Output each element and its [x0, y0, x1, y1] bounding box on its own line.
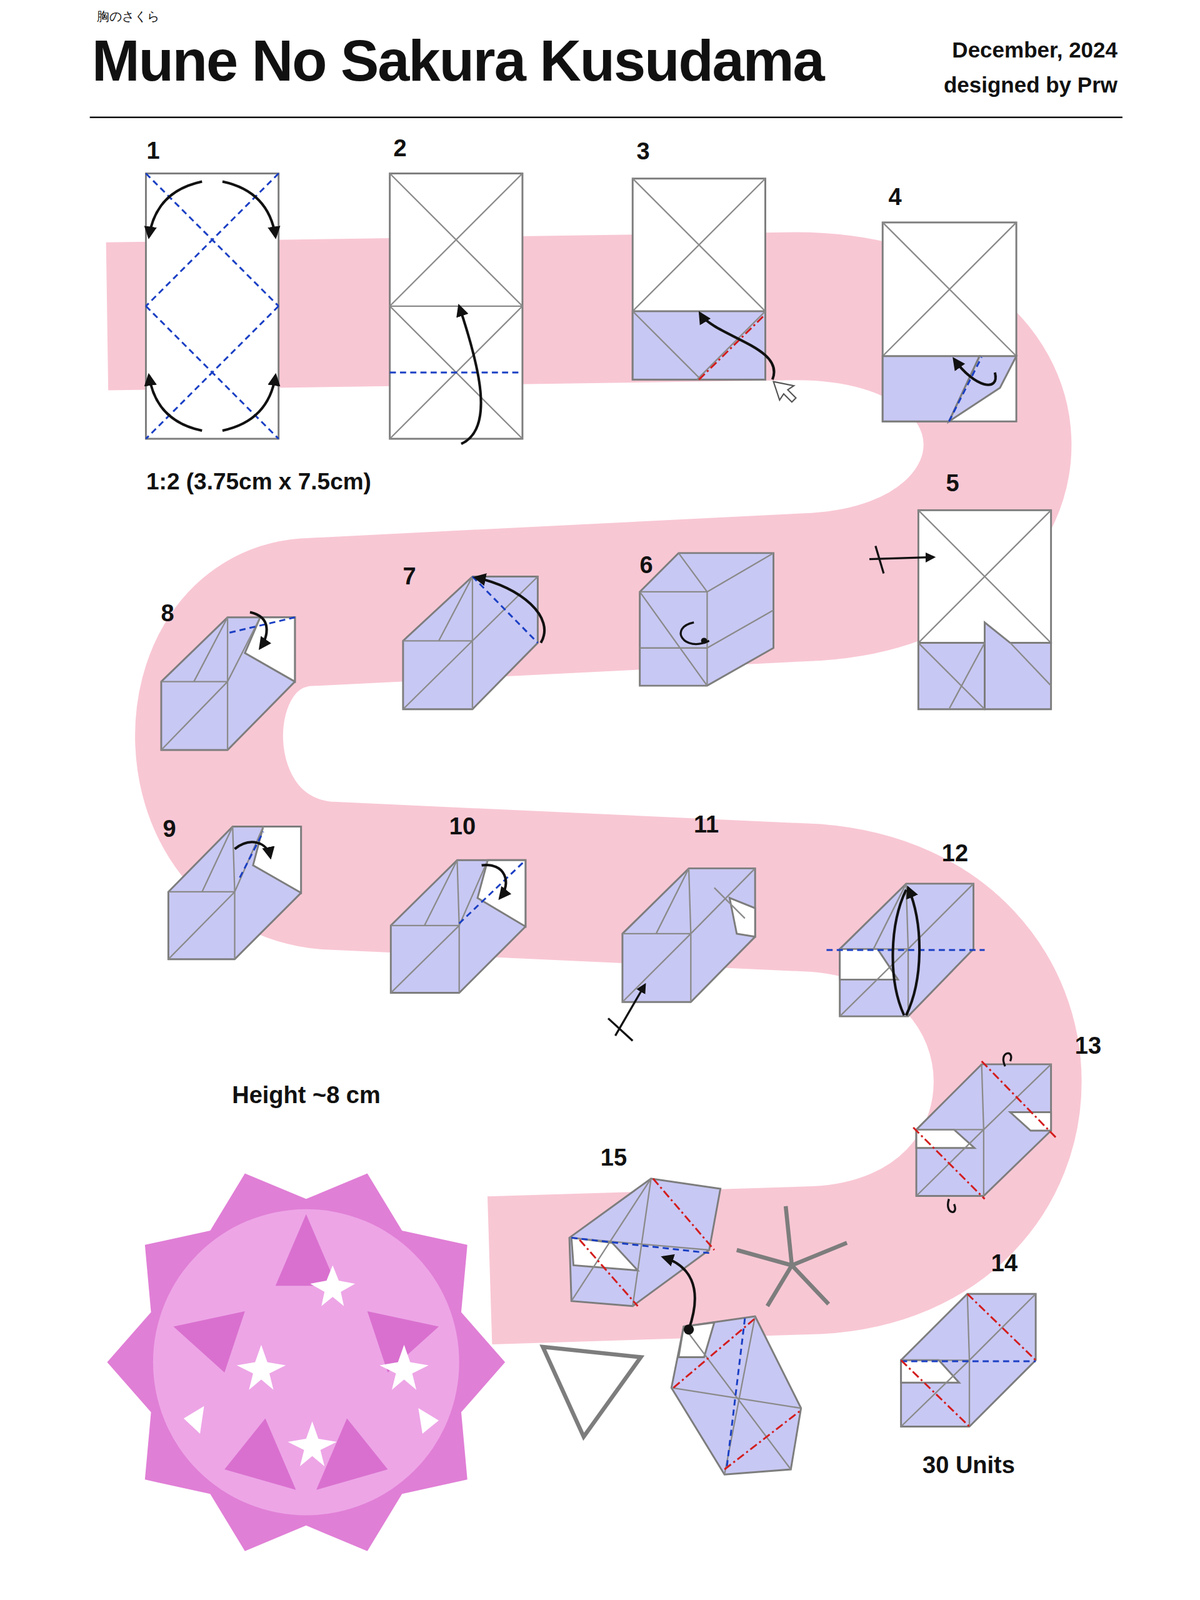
step-number: 3: [636, 138, 650, 166]
step-number: 1: [146, 137, 160, 165]
step-number: 7: [402, 563, 416, 591]
step-number: 6: [639, 551, 653, 580]
step-number: 11: [693, 811, 719, 839]
step-number: 15: [600, 1144, 627, 1172]
date: December, 2024: [951, 37, 1118, 63]
step-number: 5: [945, 470, 959, 498]
unit-count: 30 Units: [922, 1451, 1015, 1480]
step-number: 2: [393, 135, 407, 163]
step-number: 13: [1075, 1032, 1102, 1060]
step-number: 14: [991, 1250, 1018, 1278]
step-number: 4: [888, 183, 902, 212]
step-number: 8: [160, 600, 174, 628]
model-height: Height ~8 cm: [231, 1081, 381, 1110]
step-number: 12: [941, 840, 969, 868]
furigana-title: 胸のさくら: [96, 9, 160, 24]
step-number: 10: [449, 813, 476, 841]
paper-size: 1:2 (3.75cm x 7.5cm): [146, 468, 372, 496]
step-number: 9: [162, 815, 176, 844]
author: designed by Prw: [943, 72, 1118, 98]
page-title: Mune No Sakura Kusudama: [91, 28, 824, 95]
